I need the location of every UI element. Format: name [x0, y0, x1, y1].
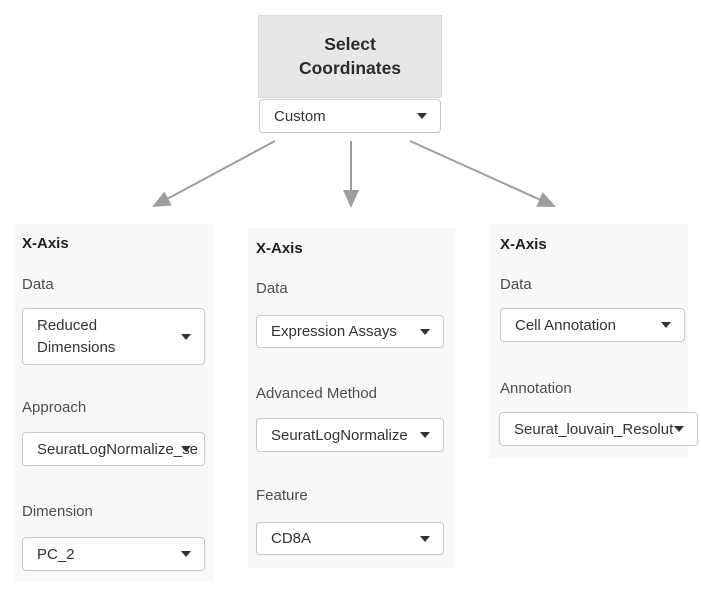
annotation-dropdown[interactable]: Seurat_louvain_Resolut [499, 412, 698, 446]
caret-down-icon [661, 322, 671, 328]
coordinates-dropdown[interactable]: Custom [259, 99, 441, 133]
dimension-dropdown[interactable]: PC_2 [22, 537, 205, 571]
dropdown-value: SeuratLogNormalize [271, 426, 408, 444]
arrow-right [409, 140, 556, 207]
caret-down-icon [420, 432, 430, 438]
panel-heading: X-Axis [256, 240, 303, 257]
caret-down-icon [417, 113, 427, 119]
field-label-data: Data [500, 276, 532, 293]
field-label-data: Data [22, 276, 54, 293]
feature-dropdown[interactable]: CD8A [256, 522, 444, 555]
field-label-dimension: Dimension [22, 503, 93, 520]
field-label-advanced-method: Advanced Method [256, 385, 377, 402]
x-axis-panel-cell-annotation: X-Axis Data Cell Annotation Annotation S… [490, 224, 698, 458]
panel-heading: X-Axis [500, 236, 547, 253]
dropdown-value: PC_2 [37, 545, 75, 563]
caret-down-icon [181, 551, 191, 557]
data-dropdown[interactable]: Cell Annotation [500, 308, 685, 342]
dropdown-value: SeuratLogNormalize_se [37, 440, 198, 458]
field-label-approach: Approach [22, 399, 87, 416]
dropdown-value: Expression Assays [271, 323, 397, 340]
approach-dropdown[interactable]: SeuratLogNormalize_se [22, 432, 205, 466]
x-axis-panel-reduced-dimensions: X-Axis Data Reduced Dimensions Approach … [15, 224, 213, 581]
x-axis-panel-expression-assays: X-Axis Data Expression Assays Advanced M… [248, 228, 455, 568]
caret-down-icon [181, 333, 191, 340]
advanced-method-dropdown[interactable]: SeuratLogNormalize [256, 418, 444, 452]
select-coordinates-title: Select Coordinates [298, 34, 402, 78]
panel-heading: X-Axis [22, 235, 69, 252]
dropdown-value: Custom [274, 107, 326, 125]
caret-down-icon [420, 535, 430, 542]
arrow-left [152, 140, 276, 207]
caret-down-icon [181, 446, 191, 452]
caret-down-icon [674, 426, 684, 432]
data-dropdown[interactable]: Reduced Dimensions [22, 308, 205, 365]
dropdown-value: Reduced Dimensions [37, 316, 116, 356]
select-coordinates-box: Select Coordinates [258, 15, 442, 98]
field-label-feature: Feature [256, 487, 308, 504]
field-label-annotation: Annotation [500, 380, 572, 397]
data-dropdown[interactable]: Expression Assays [256, 315, 444, 348]
dropdown-value: CD8A [271, 530, 312, 547]
dropdown-value: Seurat_louvain_Resolut [514, 420, 674, 438]
caret-down-icon [420, 328, 430, 335]
dropdown-value: Cell Annotation [515, 316, 616, 334]
field-label-data: Data [256, 280, 288, 297]
